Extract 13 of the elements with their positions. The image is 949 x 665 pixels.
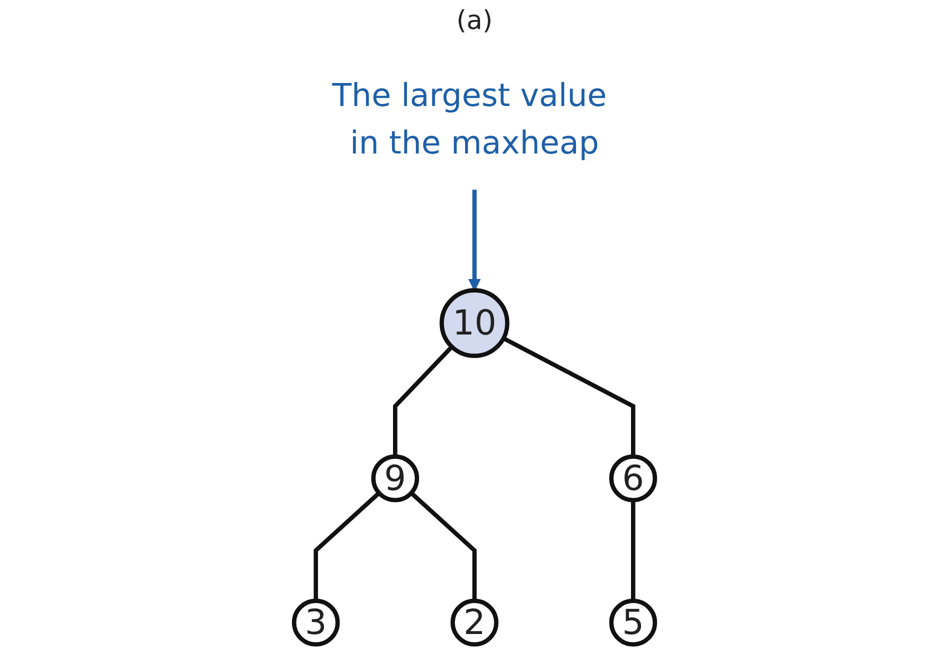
node-circle: 10 [440,288,510,358]
connector [502,336,636,457]
connector [410,491,477,601]
connector [314,491,381,601]
connector [631,500,636,601]
node-circle: 5 [609,598,658,647]
node-circle: 9 [371,454,420,502]
node-circle: 2 [450,598,498,647]
connector [393,345,454,457]
node-circle: 3 [292,598,340,647]
node-text: The largest value in the maxheap [332,78,607,162]
node-circle: 6 [609,454,658,502]
figure-label: (a) [456,6,493,36]
